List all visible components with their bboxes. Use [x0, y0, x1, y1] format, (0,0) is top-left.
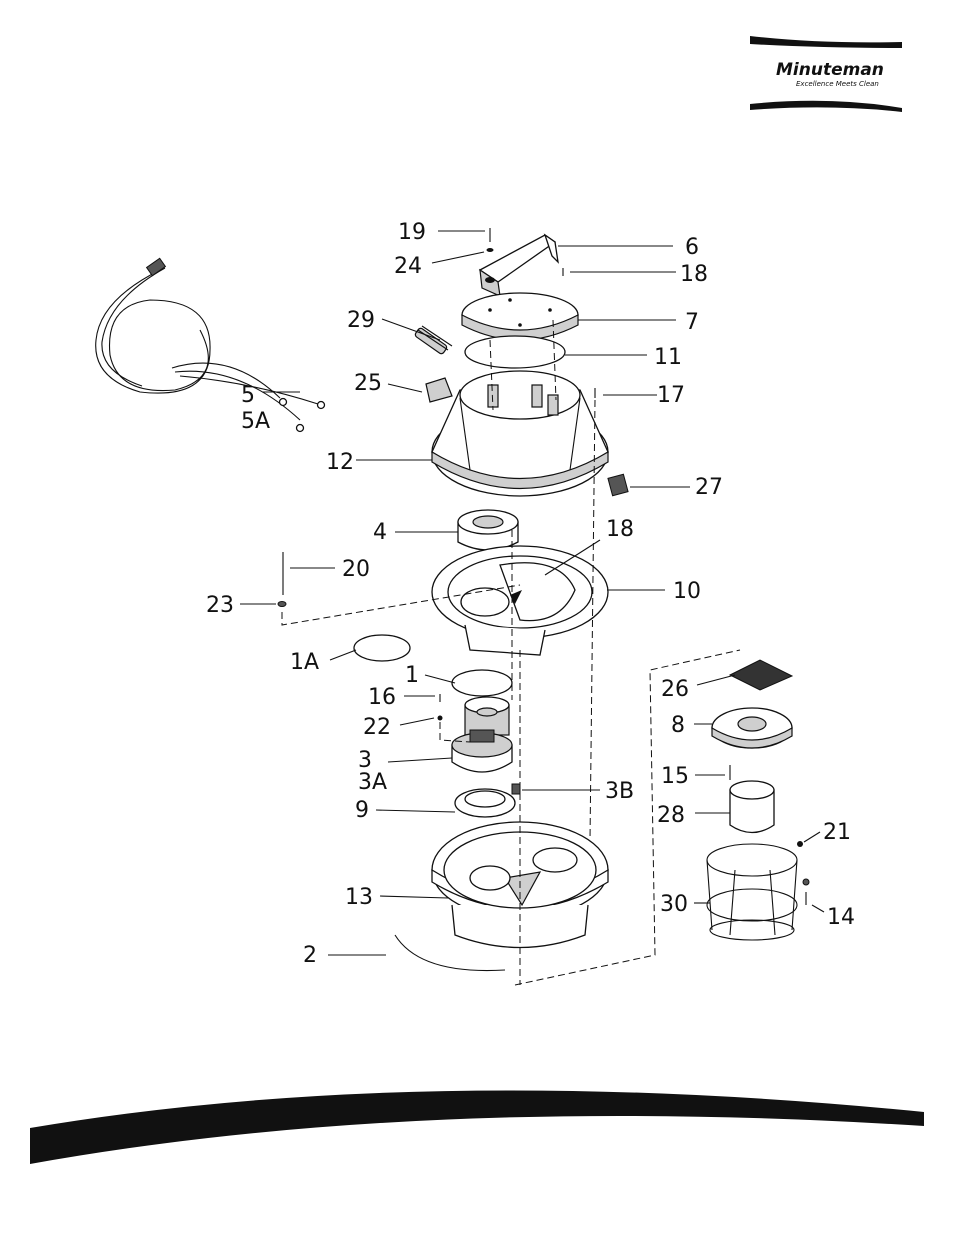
logo-tagline: Excellence Meets Clean [796, 80, 879, 88]
cover-plate [462, 293, 578, 340]
callout-12: 12 [326, 450, 354, 475]
callout-24: 24 [394, 254, 422, 279]
callout-5a: 5A [241, 409, 270, 434]
callout-2: 2 [303, 943, 317, 968]
gasket-9 [455, 789, 515, 817]
callout-21: 21 [823, 820, 851, 845]
callout-19: 19 [398, 220, 426, 245]
minuteman-logo: Minuteman Excellence Meets Clean [750, 36, 902, 112]
callout-14: 14 [827, 905, 855, 930]
callout-25: 25 [354, 371, 382, 396]
callout-13: 13 [345, 885, 373, 910]
motor-gasket [452, 670, 512, 696]
callout-18-mid: 18 [606, 517, 634, 542]
gasket-ring [465, 336, 565, 368]
callout-8: 8 [671, 713, 685, 738]
foam-filter-ring [458, 510, 518, 550]
flow-valve [414, 326, 452, 355]
callout-4: 4 [373, 520, 387, 545]
callout-7: 7 [685, 310, 699, 335]
callout-16: 16 [368, 685, 396, 710]
callout-23: 23 [206, 593, 234, 618]
callout-1: 1 [405, 663, 419, 688]
label-tag [426, 378, 452, 402]
callout-9: 9 [355, 798, 369, 823]
callout-15: 15 [661, 764, 689, 789]
filter-screen [730, 660, 792, 690]
filter-assembly [707, 660, 797, 940]
callout-1a: 1A [290, 650, 319, 675]
power-cord [96, 258, 325, 431]
callout-18-top: 18 [680, 262, 708, 287]
callout-30: 30 [660, 892, 688, 917]
bottom-swoosh [30, 1090, 924, 1164]
callout-22: 22 [363, 715, 391, 740]
callout-26: 26 [661, 677, 689, 702]
callout-3a: 3A [358, 770, 387, 795]
rocker-switch [608, 474, 628, 496]
callout-6: 6 [685, 235, 699, 260]
callout-29: 29 [347, 308, 375, 333]
callout-17: 17 [657, 383, 685, 408]
gasket-1a [354, 635, 410, 661]
callout-11: 11 [654, 345, 682, 370]
callout-27: 27 [695, 475, 723, 500]
motor-mount-plate [432, 546, 608, 655]
callout-20: 20 [342, 557, 370, 582]
carbon-brush [512, 784, 520, 794]
callout-28: 28 [657, 803, 685, 828]
callout-5: 5 [241, 383, 255, 408]
handle-part [480, 235, 558, 296]
logo-wordmark: Minuteman [776, 60, 884, 80]
callout-3b: 3B [605, 779, 634, 804]
callout-10: 10 [673, 579, 701, 604]
top-housing [432, 371, 608, 496]
vacuum-motor [452, 697, 512, 772]
